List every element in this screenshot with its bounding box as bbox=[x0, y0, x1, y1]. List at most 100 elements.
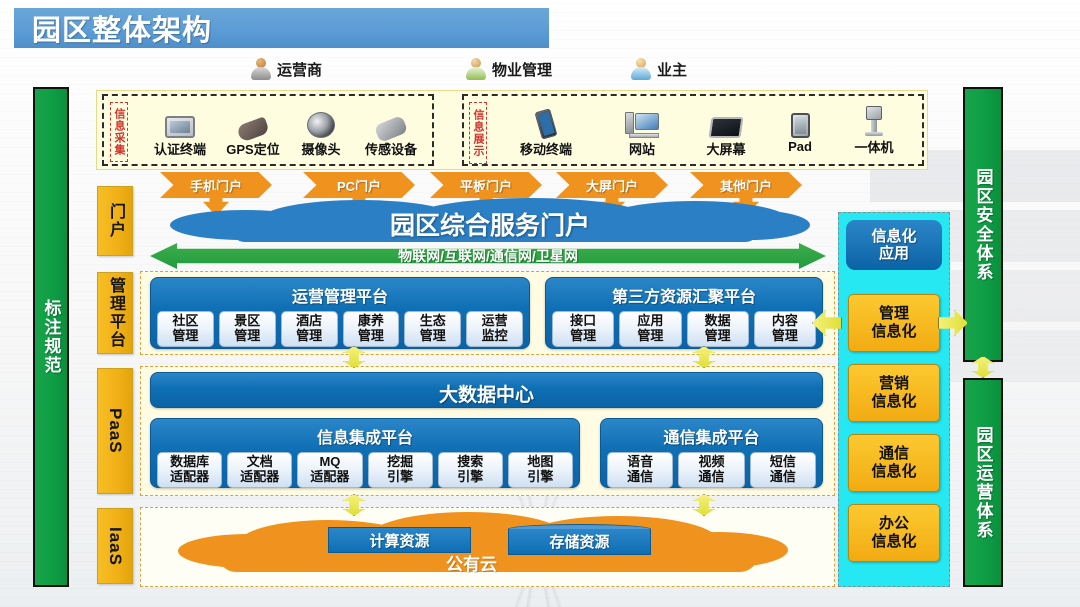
page-title-bar: 园区整体架构 bbox=[14, 8, 549, 48]
portal-label: 大屏门户 bbox=[585, 178, 638, 194]
third-party-resource-platform: 第三方资源汇聚平台 接口管理 应用管理 数据管理 内容管理 bbox=[545, 277, 823, 349]
device-label: Pad bbox=[788, 139, 812, 154]
informatization-item-office[interactable]: 办公信息化 bbox=[848, 504, 940, 562]
actor-row: 运营商 物业管理 业主 bbox=[250, 56, 910, 84]
device-kiosk: 一体机 bbox=[836, 102, 912, 156]
right-operations-bar: 园区运营体系 bbox=[963, 378, 1003, 587]
right-operations-label: 园区运营体系 bbox=[973, 425, 993, 540]
chip-map-engine[interactable]: 地图引擎 bbox=[507, 452, 574, 489]
actor-label: 运营商 bbox=[277, 61, 323, 79]
device-camera: 摄像头 bbox=[290, 104, 352, 158]
compute-resource-box[interactable]: 计算资源 bbox=[328, 527, 471, 553]
informatization-item-marketing[interactable]: 营销信息化 bbox=[848, 364, 940, 422]
device-sensor: 传感设备 bbox=[352, 104, 430, 158]
actor-owner: 业主 bbox=[630, 58, 687, 80]
storage-resource-label: 存储资源 bbox=[508, 529, 651, 555]
layer-label-text: 门户 bbox=[107, 203, 124, 239]
portal-label: 其他门户 bbox=[719, 178, 772, 194]
information-acquisition-box: 信息采集 认证终端 GPS定位 摄像头 传感设备 bbox=[102, 94, 434, 166]
chip-interface[interactable]: 接口管理 bbox=[552, 311, 615, 348]
platform-title: 信息集成平台 bbox=[316, 430, 413, 447]
acquisition-label-holder: 信息采集 bbox=[110, 102, 128, 162]
desktop-pc-icon bbox=[604, 104, 680, 138]
platform-title: 通信集成平台 bbox=[663, 430, 760, 447]
big-screen-icon bbox=[688, 104, 764, 138]
chip-search-engine[interactable]: 搜索引擎 bbox=[437, 452, 503, 489]
actor-property-management: 物业管理 bbox=[465, 58, 552, 80]
chip-doc-adapter[interactable]: 文档适配器 bbox=[227, 452, 293, 489]
chip-voice-comm[interactable]: 语音通信 bbox=[607, 452, 674, 489]
network-arrow-label: 物联网/互联网/通信网/卫星网 bbox=[398, 248, 578, 264]
chip-health[interactable]: 康养管理 bbox=[342, 311, 400, 348]
chip-scenic[interactable]: 景区管理 bbox=[218, 311, 276, 348]
layer-label-management: 管理平台 bbox=[97, 272, 133, 354]
device-label: 网站 bbox=[628, 142, 655, 157]
informatization-item-communication[interactable]: 通信信息化 bbox=[848, 434, 940, 492]
device-label: GPS定位 bbox=[226, 142, 280, 157]
device-pad: Pad bbox=[770, 104, 830, 154]
portal-label: 平板门户 bbox=[459, 178, 512, 194]
layer-label-iaas: IaaS bbox=[97, 508, 133, 584]
platform-title: 第三方资源汇聚平台 bbox=[611, 289, 756, 306]
operation-management-platform: 运营管理平台 社区管理 景区管理 酒店管理 康养管理 生态管理 运营监控 bbox=[150, 277, 530, 349]
big-data-center-label: 大数据中心 bbox=[438, 385, 534, 406]
chip-data[interactable]: 数据管理 bbox=[686, 311, 749, 348]
chip-db-adapter[interactable]: 数据库适配器 bbox=[156, 452, 223, 489]
tablet-pad-icon bbox=[770, 104, 830, 138]
chip-video-comm[interactable]: 视频通信 bbox=[678, 452, 745, 489]
platform-items: 社区管理 景区管理 酒店管理 康养管理 生态管理 运营监控 bbox=[151, 307, 529, 353]
public-cloud-label: 公有云 bbox=[446, 555, 497, 574]
chip-application[interactable]: 应用管理 bbox=[619, 311, 682, 348]
chip-sms-comm[interactable]: 短信通信 bbox=[749, 452, 816, 489]
chip-ecology[interactable]: 生态管理 bbox=[404, 311, 462, 348]
network-arrow: 物联网/互联网/通信网/卫星网 bbox=[150, 243, 826, 269]
chip-operation-monitor[interactable]: 运营监控 bbox=[466, 311, 523, 348]
comprehensive-portal-cloud: 园区综合服务门户 bbox=[170, 198, 810, 244]
chip-hotel[interactable]: 酒店管理 bbox=[280, 311, 338, 348]
platform-items: 语音通信 视频通信 短信通信 bbox=[601, 448, 822, 494]
device-website: 网站 bbox=[604, 104, 680, 158]
device-label: 移动终端 bbox=[519, 142, 572, 157]
storage-resource-box[interactable]: 存储资源 bbox=[508, 524, 651, 558]
chip-content[interactable]: 内容管理 bbox=[753, 311, 816, 348]
device-auth-terminal: 认证终端 bbox=[144, 104, 216, 158]
platform-items: 接口管理 应用管理 数据管理 内容管理 bbox=[546, 307, 822, 353]
user-icon bbox=[465, 58, 487, 80]
kiosk-icon bbox=[836, 102, 912, 136]
page-title: 园区整体架构 bbox=[32, 15, 213, 47]
left-standards-bar: 标注规范 bbox=[33, 87, 69, 587]
platform-title: 运营管理平台 bbox=[291, 289, 388, 306]
display-label: 信息展示 bbox=[472, 109, 484, 157]
device-big-screen: 大屏幕 bbox=[688, 104, 764, 158]
actor-label: 物业管理 bbox=[492, 61, 553, 79]
user-icon bbox=[250, 58, 272, 80]
portal-label: PC门户 bbox=[336, 178, 382, 194]
comm-integration-platform: 通信集成平台 语音通信 视频通信 短信通信 bbox=[600, 418, 823, 489]
actor-operator: 运营商 bbox=[250, 58, 322, 80]
public-cloud: 公有云 bbox=[178, 512, 788, 582]
actor-label: 业主 bbox=[657, 61, 688, 79]
portal-label: 手机门户 bbox=[189, 178, 242, 194]
layer-label-text: PaaS bbox=[106, 408, 125, 454]
sensor-icon bbox=[352, 104, 430, 143]
device-gps: GPS定位 bbox=[216, 104, 290, 158]
layer-label-paas: PaaS bbox=[97, 368, 133, 494]
informatization-item-management[interactable]: 管理信息化 bbox=[848, 294, 940, 352]
acquisition-label: 信息采集 bbox=[113, 108, 125, 156]
left-standards-label: 标注规范 bbox=[41, 299, 61, 375]
display-label-holder: 信息展示 bbox=[469, 102, 487, 164]
portal-chevron-mobile[interactable]: 手机门户 bbox=[160, 172, 272, 198]
user-icon bbox=[630, 58, 652, 80]
chip-mining-engine[interactable]: 挖掘引擎 bbox=[367, 452, 433, 489]
chip-community[interactable]: 社区管理 bbox=[157, 311, 214, 348]
portal-cloud-label: 园区综合服务门户 bbox=[389, 212, 590, 240]
right-security-bar: 园区安全体系 bbox=[963, 87, 1003, 362]
informatization-header: 信息化应用 bbox=[846, 220, 942, 270]
layer-label-portal: 门户 bbox=[97, 186, 133, 256]
layer-label-text: 管理平台 bbox=[107, 277, 124, 349]
device-label: 传感设备 bbox=[364, 142, 417, 157]
information-display-box: 信息展示 移动终端 网站 大屏幕 Pad 一体机 bbox=[462, 94, 924, 166]
layer-label-text: IaaS bbox=[106, 526, 125, 566]
camera-icon bbox=[290, 104, 352, 138]
